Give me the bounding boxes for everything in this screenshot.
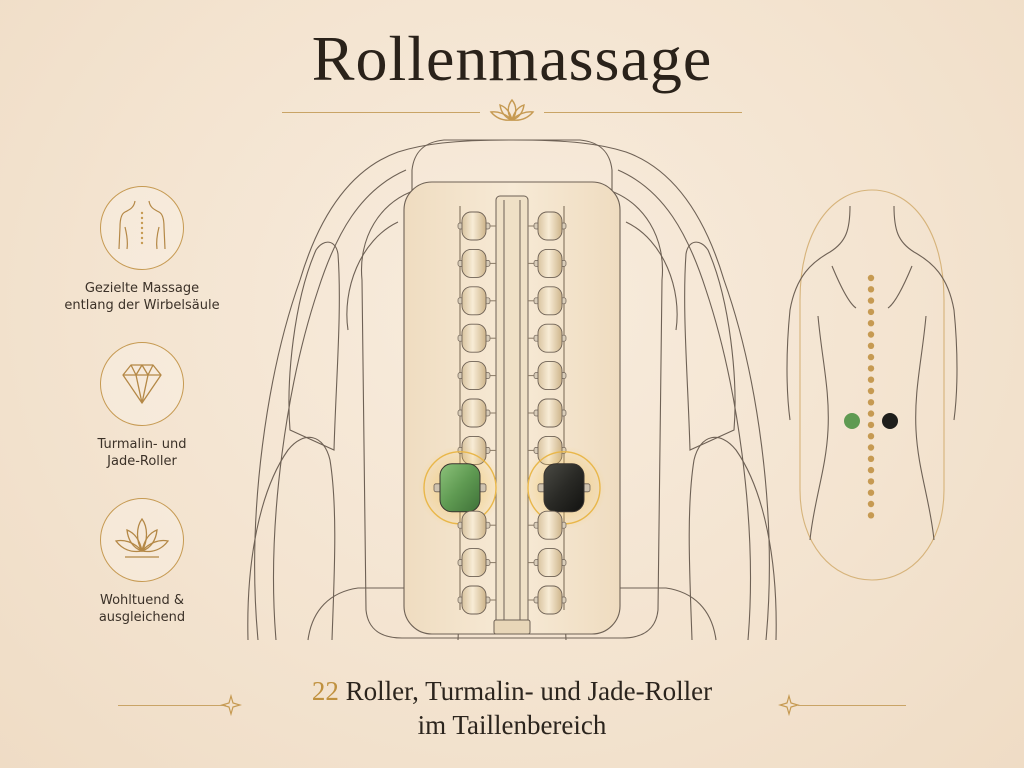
vertebra-dot — [867, 421, 875, 429]
vertebra-dot — [867, 353, 875, 361]
vertebra-dot — [867, 376, 875, 383]
vertebra-dot — [867, 365, 875, 372]
caption-rule-right — [798, 705, 906, 706]
roller — [461, 323, 487, 353]
roller — [537, 211, 563, 241]
roller — [461, 510, 487, 540]
vertebra-dot — [867, 410, 875, 417]
back-figure-diagram — [786, 189, 958, 581]
vertebra-dot — [867, 286, 875, 293]
vertebra-dot — [867, 308, 875, 316]
vertebra-dot — [867, 466, 875, 474]
roller — [537, 248, 563, 278]
vertebra-dot — [867, 444, 875, 451]
roller-column — [418, 211, 606, 615]
roller — [537, 286, 563, 316]
roller — [537, 398, 563, 428]
vertebra-dot — [867, 387, 875, 395]
feature-label-line2: entlang der Wirbelsäule — [64, 298, 220, 313]
vertebra-dot — [867, 331, 875, 338]
title-rule-left — [282, 112, 480, 113]
page-title: Rollenmassage — [311, 23, 713, 94]
feature-stones: Turmalin- und Jade-Roller — [62, 342, 222, 470]
vertebra-dot — [867, 478, 875, 485]
roller — [537, 323, 563, 353]
roller — [461, 286, 487, 316]
vertebra-dot — [867, 274, 875, 282]
roller — [537, 585, 563, 615]
feature-label-line1: Gezielte Massage — [84, 281, 200, 296]
lotus-icon — [114, 517, 170, 558]
feature-label-line1: Turmalin- und — [97, 437, 187, 452]
vertebra-dot — [867, 512, 875, 519]
roller — [461, 585, 487, 615]
roller — [461, 211, 487, 241]
title-rule-right — [544, 112, 742, 113]
roller — [461, 361, 487, 391]
vertebra-dot — [867, 342, 875, 349]
feature-icon-circle — [100, 498, 184, 582]
back-spine-icon — [118, 200, 166, 250]
back-silhouette — [786, 205, 958, 541]
tourmaline-roller — [543, 463, 585, 513]
caption-rule-left — [118, 705, 226, 706]
gemstone-icon — [122, 364, 162, 404]
feature-label-line2: ausgleichend — [98, 610, 186, 625]
vertebra-dot — [867, 297, 875, 304]
feature-label-line1: Wohltuend & — [100, 593, 184, 608]
roller — [537, 361, 563, 391]
roller — [537, 548, 563, 578]
jade-stone-marker — [844, 413, 860, 429]
caption: 22 Roller, Turmalin- und Jade-Roller im … — [0, 674, 1024, 742]
feature-wellbeing: Wohltuend & ausgleichend — [62, 498, 222, 626]
feature-spine: Gezielte Massage entlang der Wirbelsäule — [62, 186, 222, 314]
vertebra-dot — [867, 433, 875, 440]
spine-vertebrae — [867, 274, 875, 519]
roller — [537, 510, 563, 540]
roller — [461, 398, 487, 428]
tourmaline-stone-marker — [882, 413, 898, 429]
massage-chair-diagram — [247, 139, 777, 641]
figure-frame — [799, 189, 945, 581]
jade-roller — [439, 463, 481, 513]
sparkle-ornament-icon — [778, 694, 800, 716]
vertebra-dot — [867, 500, 875, 508]
vertebra-dot — [867, 320, 875, 327]
feature-label-line2: Jade-Roller — [107, 454, 177, 469]
caption-line-1: 22 Roller, Turmalin- und Jade-Roller — [0, 674, 1024, 708]
caption-line-1-text: Roller, Turmalin- und Jade-Roller — [338, 676, 713, 706]
roller — [461, 248, 487, 278]
vertebra-dot — [867, 399, 875, 406]
sparkle-ornament-icon — [220, 694, 242, 716]
roller-count: 22 — [311, 676, 339, 706]
vertebra-dot — [867, 489, 875, 496]
caption-line-2: im Taillenbereich — [417, 710, 607, 740]
vertebra-dot — [867, 455, 875, 462]
lotus-ornament-icon — [489, 98, 535, 122]
feature-icon-circle — [100, 186, 184, 270]
roller — [461, 548, 487, 578]
feature-icon-circle — [100, 342, 184, 426]
